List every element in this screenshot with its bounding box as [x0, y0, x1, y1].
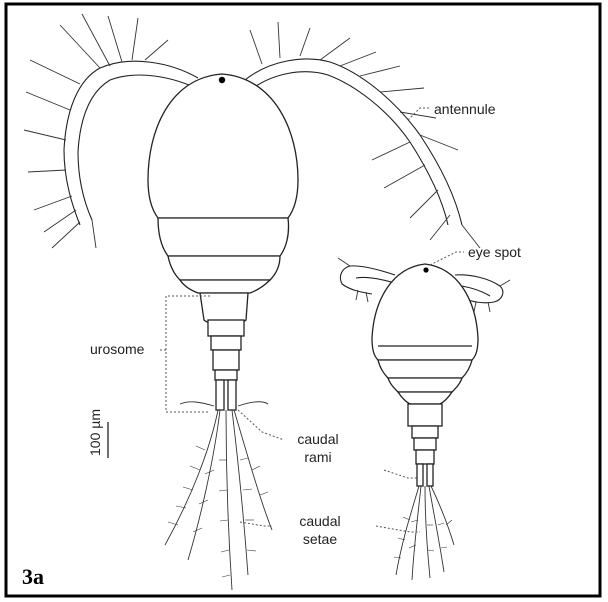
figure-label: 3a	[22, 564, 44, 589]
eye-dot	[219, 77, 225, 83]
label-antennule: antennule	[434, 101, 496, 117]
scale-bar-label: 100 µm	[87, 409, 103, 456]
label-caudal-setae-1: caudal	[299, 513, 340, 529]
label-caudal-setae-2: setae	[303, 531, 337, 547]
label-caudal-rami-1: caudal	[297, 431, 338, 447]
label-urosome: urosome	[90, 341, 145, 357]
small-eye-dot	[423, 267, 428, 272]
label-caudal-rami-2: rami	[304, 449, 331, 465]
label-eye-spot: eye spot	[468, 244, 521, 260]
